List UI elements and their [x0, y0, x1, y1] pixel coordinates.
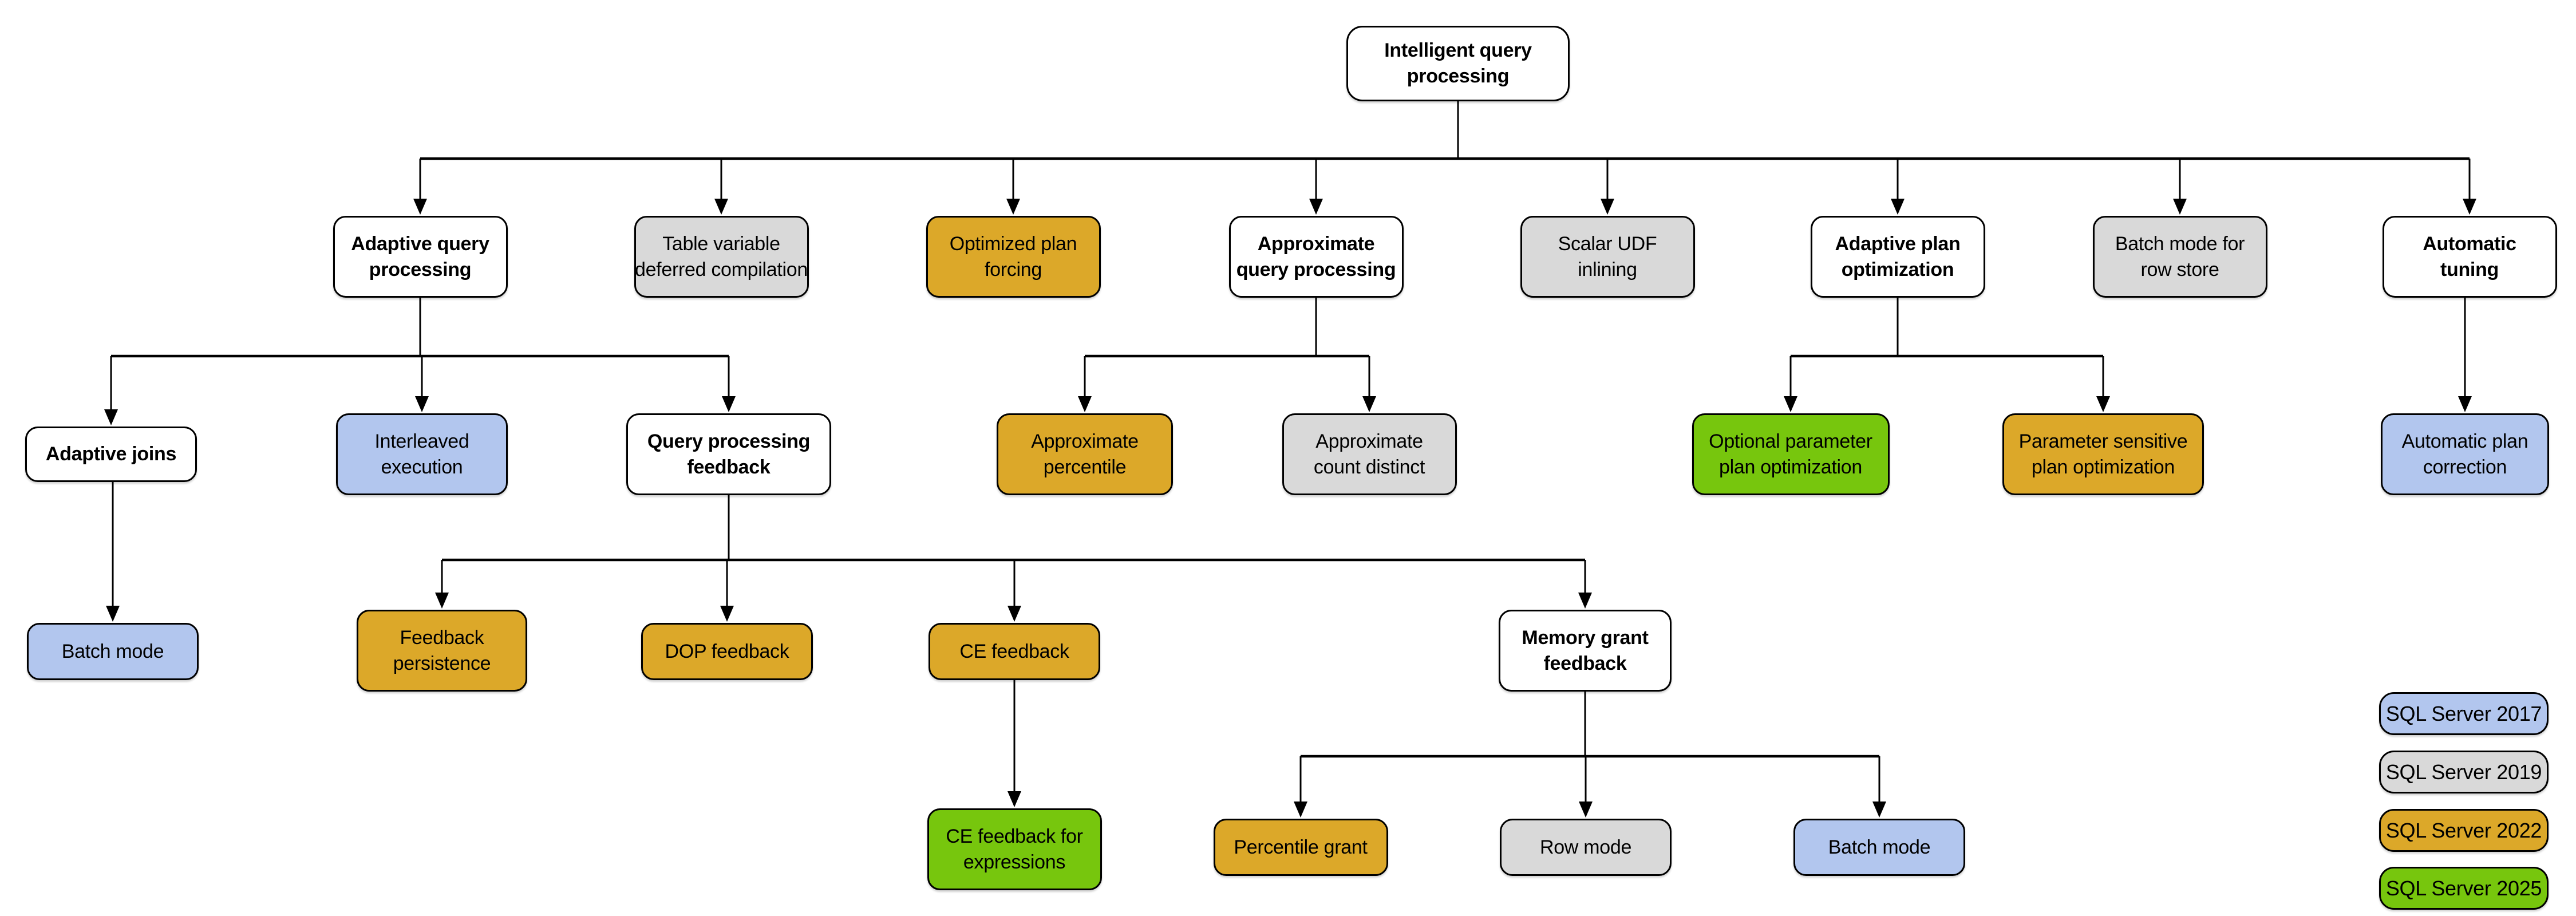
- node-optimized-plan-forcing: Optimized plan forcing: [926, 216, 1101, 298]
- node-query-processing-feedback: Query processing feedback: [626, 413, 831, 495]
- arrowhead-icon: [1008, 606, 1021, 622]
- node-memory-grant-feedback: Memory grant feedback: [1499, 610, 1672, 692]
- arrowhead-icon: [106, 606, 120, 622]
- arrowhead-icon: [722, 396, 736, 412]
- arrowhead-icon: [104, 409, 118, 425]
- legend-item-sql-server-2017: SQL Server 2017: [2379, 692, 2549, 735]
- node-adaptive-plan-optimization: Adaptive plan optimization: [1810, 216, 1985, 298]
- node-feedback-persistence: Feedback persistence: [357, 610, 527, 692]
- legend-item-sql-server-2025: SQL Server 2025: [2379, 867, 2549, 910]
- arrowhead-icon: [1891, 199, 1905, 215]
- node-ce-feedback-for-expressions: CE feedback for expressions: [927, 808, 1102, 890]
- arrowhead-icon: [2096, 396, 2110, 412]
- node-percentile-grant: Percentile grant: [1213, 819, 1388, 876]
- legend-item-sql-server-2022: SQL Server 2022: [2379, 809, 2549, 852]
- legend-item-sql-server-2019: SQL Server 2019: [2379, 751, 2549, 793]
- node-batch-mode-adaptive-joins: Batch mode: [27, 623, 199, 680]
- node-intelligent-query-processing: Intelligent query processing: [1346, 26, 1570, 101]
- arrowhead-icon: [1309, 199, 1323, 215]
- node-automatic-plan-correction: Automatic plan correction: [2381, 413, 2549, 495]
- arrowhead-icon: [720, 606, 734, 622]
- node-parameter-sensitive-plan-optimization: Parameter sensitive plan optimization: [2002, 413, 2204, 495]
- node-ce-feedback: CE feedback: [929, 623, 1100, 680]
- arrowhead-icon: [714, 199, 728, 215]
- arrowhead-icon: [1006, 199, 1020, 215]
- arrowhead-icon: [435, 593, 449, 609]
- arrowhead-icon: [2173, 199, 2187, 215]
- node-approximate-count-distinct: Approximate count distinct: [1282, 413, 1457, 495]
- node-batch-mode-for-row-store: Batch mode for row store: [2092, 216, 2267, 298]
- node-adaptive-query-processing: Adaptive query processing: [333, 216, 508, 298]
- node-approximate-query-processing: Approximate query processing: [1228, 216, 1404, 298]
- node-scalar-udf-inlining: Scalar UDF inlining: [1520, 216, 1695, 298]
- arrowhead-icon: [1078, 396, 1092, 412]
- node-row-mode: Row mode: [1500, 819, 1672, 876]
- arrowhead-icon: [2463, 199, 2476, 215]
- arrowhead-icon: [1362, 396, 1376, 412]
- arrowhead-icon: [1872, 802, 1886, 818]
- arrowhead-icon: [1294, 802, 1307, 818]
- node-interleaved-execution: Interleaved execution: [336, 413, 508, 495]
- node-dop-feedback: DOP feedback: [641, 623, 813, 680]
- arrowhead-icon: [413, 199, 427, 215]
- node-automatic-tuning: Automatic tuning: [2382, 216, 2557, 298]
- arrowhead-icon: [2458, 396, 2472, 412]
- arrowhead-icon: [1008, 791, 1021, 807]
- arrowhead-icon: [1601, 199, 1614, 215]
- node-batch-mode-memory-grant: Batch mode: [1793, 819, 1965, 876]
- arrowhead-icon: [415, 396, 429, 412]
- node-optional-parameter-plan-optimization: Optional parameter plan optimization: [1692, 413, 1890, 495]
- arrowhead-icon: [1784, 396, 1797, 412]
- node-table-variable-deferred-compilation: Table variable deferred compilation: [634, 216, 809, 298]
- node-adaptive-joins: Adaptive joins: [25, 427, 197, 482]
- arrowhead-icon: [1579, 802, 1593, 818]
- arrowhead-icon: [1578, 593, 1592, 609]
- node-approximate-percentile: Approximate percentile: [997, 413, 1173, 495]
